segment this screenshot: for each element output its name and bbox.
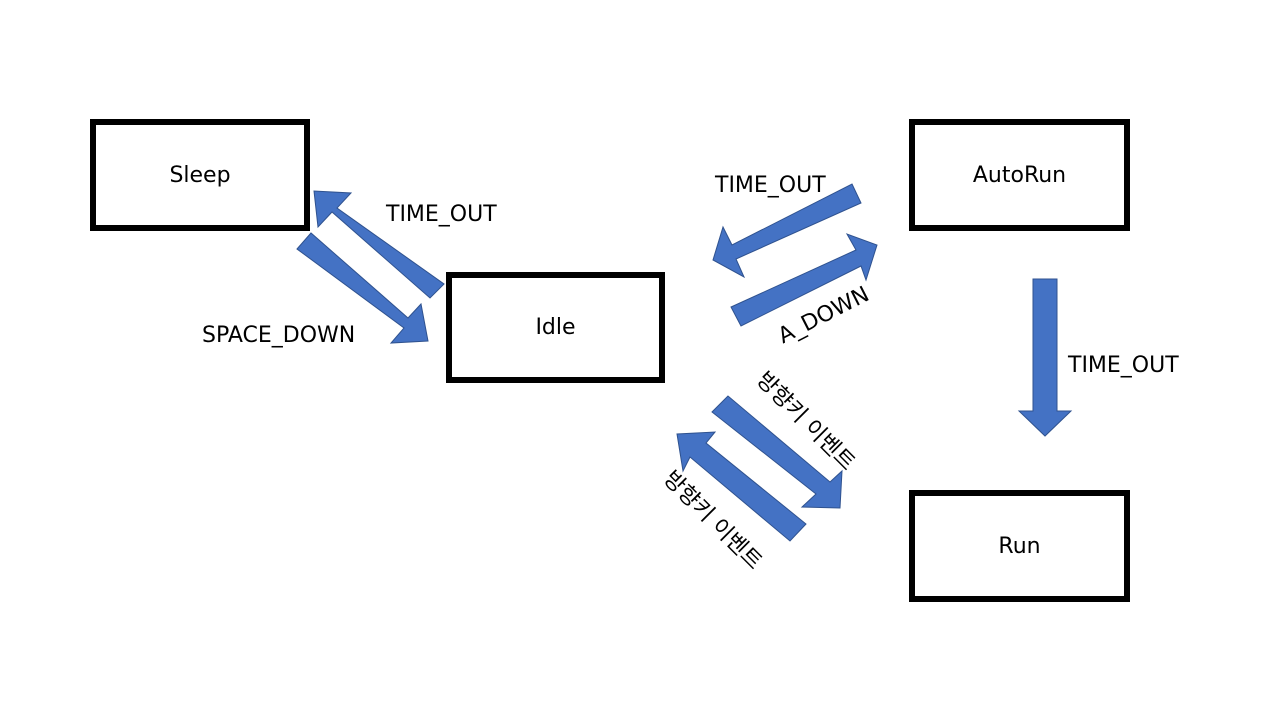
state-sleep-label: Sleep: [169, 162, 231, 188]
arrow-sleep-to-idle: [296, 232, 429, 344]
state-idle-label: Idle: [535, 315, 576, 340]
label-autorun-to-run: TIME_OUT: [1068, 353, 1179, 378]
label-sleep-to-idle: SPACE_DOWN: [202, 323, 356, 348]
arrow-autorun-to-idle: [712, 183, 862, 279]
arrow-run-to-idle: [676, 431, 807, 542]
label-idle-to-sleep: TIME_OUT: [386, 202, 497, 227]
state-autorun: AutoRun: [909, 119, 1130, 231]
state-run-label: Run: [998, 533, 1041, 559]
label-autorun-to-idle: TIME_OUT: [715, 173, 826, 198]
arrow-idle-to-sleep: [313, 190, 445, 299]
arrow-idle-to-autorun: [730, 233, 878, 327]
state-idle: Idle: [446, 272, 665, 383]
state-autorun-label: AutoRun: [972, 162, 1067, 188]
arrow-idle-to-run: [711, 395, 843, 509]
arrow-autorun-to-run: [1017, 278, 1073, 437]
state-sleep: Sleep: [90, 119, 310, 231]
state-run: Run: [909, 490, 1130, 602]
